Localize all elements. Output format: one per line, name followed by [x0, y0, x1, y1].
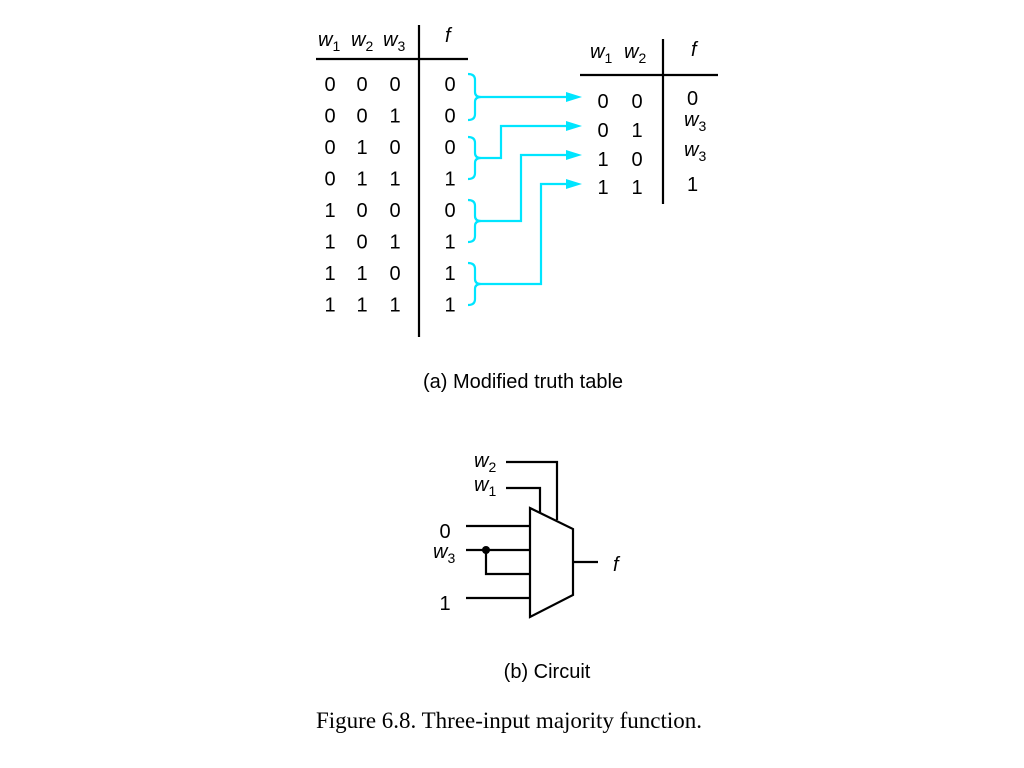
mt-row: 1 0 w3 [597, 139, 706, 171]
tt-cell-w1: 0 [324, 137, 335, 159]
output-label-f: f [613, 554, 621, 576]
select-label-w2: w2 [474, 450, 496, 475]
tt-cell-w2: 1 [356, 169, 367, 191]
modified-truth-table: w1 w2 f 0 0 0 0 1 w3 1 0 w3 1 1 1 [580, 39, 718, 204]
tt-cell-f: 0 [444, 137, 455, 159]
tt-cell-w1: 1 [324, 200, 335, 222]
arrowhead-row-1 [566, 92, 582, 102]
arrowhead-row-2 [566, 121, 582, 131]
tt-cell-f: 1 [444, 295, 455, 317]
tt-header-w1: w1 [318, 29, 340, 54]
tt-cell-w3: 0 [389, 263, 400, 285]
brace-rows-1-2 [467, 72, 482, 122]
select-label-w1: w1 [474, 474, 496, 499]
tt-cell-f: 1 [444, 263, 455, 285]
mt-cell-w1: 1 [597, 177, 608, 199]
tt-cell-w3: 0 [389, 137, 400, 159]
tt-cell-w3: 1 [389, 232, 400, 254]
mux-circuit: w2 w1 0 w3 1 f [433, 450, 621, 619]
mt-cell-w2: 0 [631, 91, 642, 113]
tt-cell-f: 0 [444, 74, 455, 96]
tt-cell-w1: 0 [324, 74, 335, 96]
tt-cell-f: 1 [444, 232, 455, 254]
tt-header-w2: w2 [351, 29, 373, 54]
input-label-1: 1 [439, 593, 450, 615]
brace-rows-7-8 [467, 261, 482, 307]
tt-cell-w2: 0 [356, 232, 367, 254]
mt-cell-w1: 0 [597, 91, 608, 113]
tt-cell-w2: 1 [356, 295, 367, 317]
brace-rows-3-4 [467, 135, 482, 181]
mt-cell-w2: 0 [631, 149, 642, 171]
mt-cell-f: w3 [684, 139, 706, 164]
tt-cell-f: 0 [444, 106, 455, 128]
mapping-arrows [481, 92, 582, 286]
mt-row: 0 1 w3 [597, 109, 706, 142]
tt-cell-w3: 0 [389, 74, 400, 96]
tt-cell-f: 1 [444, 169, 455, 191]
tt-cell-w1: 0 [324, 169, 335, 191]
mux-body [528, 506, 575, 619]
mt-cell-w1: 1 [597, 149, 608, 171]
tt-cell-w3: 1 [389, 106, 400, 128]
caption-b: (b) Circuit [504, 661, 591, 683]
mt-header-w2: w2 [624, 41, 646, 66]
tt-cell-w2: 1 [356, 263, 367, 285]
mt-cell-w2: 1 [631, 177, 642, 199]
mt-row: 0 0 0 [597, 88, 698, 113]
tt-header-w3: w3 [383, 29, 405, 54]
tt-cell-w1: 1 [324, 232, 335, 254]
tt-cell-f: 0 [444, 200, 455, 222]
input-wire-w3-b [484, 550, 530, 576]
tt-cell-w1: 0 [324, 106, 335, 128]
brace-rows-5-6 [467, 198, 482, 244]
select-wire-w1 [506, 486, 542, 513]
mt-cell-w2: 1 [631, 120, 642, 142]
tt-cell-w2: 0 [356, 74, 367, 96]
arrow-to-row-2 [481, 124, 567, 160]
tt-cell-w2: 0 [356, 200, 367, 222]
tt-cell-w1: 1 [324, 263, 335, 285]
tt-cell-w1: 1 [324, 295, 335, 317]
mt-row: 1 1 1 [597, 174, 698, 199]
tt-cell-w2: 1 [356, 137, 367, 159]
select-wire-w2 [506, 460, 559, 520]
tt-header-f: f [445, 25, 453, 47]
arrowhead-row-4 [566, 179, 582, 189]
input-label-w3: w3 [433, 541, 455, 566]
tt-cell-w3: 1 [389, 295, 400, 317]
input-label-0: 0 [439, 521, 450, 543]
mt-cell-w1: 0 [597, 120, 608, 142]
arrowhead-row-3 [566, 150, 582, 160]
figure-caption: Figure 6.8. Three-input majority functio… [316, 708, 702, 733]
mt-cell-f: w3 [684, 109, 706, 134]
arrow-to-row-4 [481, 182, 567, 286]
tt-cell-w2: 0 [356, 106, 367, 128]
mt-header-w1: w1 [590, 41, 612, 66]
row-pair-braces [467, 72, 482, 307]
arrow-to-row-3 [481, 153, 567, 223]
tt-cell-w3: 0 [389, 200, 400, 222]
caption-a: (a) Modified truth table [423, 371, 623, 393]
mt-cell-f: 1 [687, 174, 698, 196]
mt-header-f: f [691, 39, 699, 61]
tt-cell-w3: 1 [389, 169, 400, 191]
mt-cell-f: 0 [687, 88, 698, 110]
